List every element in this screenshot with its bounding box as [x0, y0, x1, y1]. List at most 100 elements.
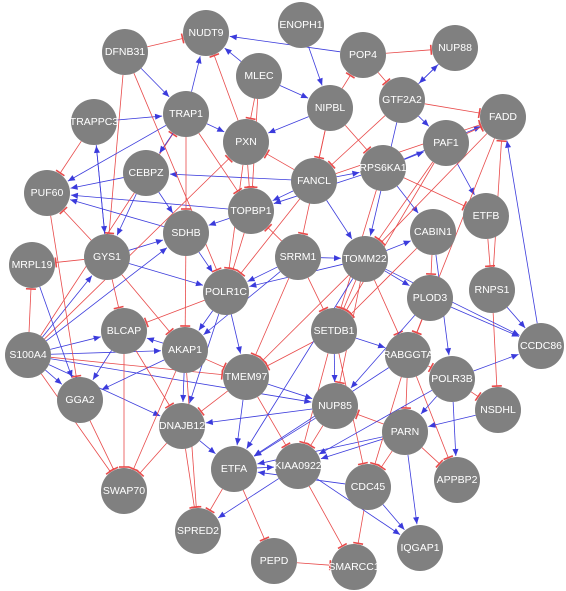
node-blcap[interactable]: BLCAP — [101, 308, 147, 354]
node-plod3[interactable]: PLOD3 — [407, 275, 453, 321]
node-cdc45[interactable]: CDC45 — [345, 464, 391, 510]
node-puf60[interactable]: PUF60 — [24, 170, 70, 216]
node-topbp1[interactable]: TOPBP1 — [228, 188, 274, 234]
arrow-head — [155, 239, 164, 245]
node-etfb[interactable]: ETFB — [463, 193, 509, 239]
node-nsdhl[interactable]: NSDHL — [475, 387, 521, 433]
node-nup88[interactable]: NUP88 — [432, 25, 478, 71]
node-parn[interactable]: PARN — [382, 409, 428, 455]
node-rnps1[interactable]: RNPS1 — [469, 267, 515, 313]
node-tmem97[interactable]: TMEM97 — [223, 354, 269, 400]
node-rps6ka1[interactable]: RPS6KA1 — [359, 145, 407, 191]
arrow-head — [205, 419, 214, 425]
node-trappc3[interactable]: TRAPPC3 — [70, 99, 119, 145]
edge-TOMM22-RABGGTA — [374, 279, 404, 336]
node-paf1[interactable]: PAF1 — [423, 120, 469, 166]
node-cabin1[interactable]: CABIN1 — [410, 209, 456, 255]
node-label: TRAP1 — [169, 108, 203, 120]
edge-line — [247, 164, 250, 188]
node-etfa[interactable]: ETFA — [211, 446, 257, 492]
node-iqgap1[interactable]: IQGAP1 — [397, 525, 443, 571]
node-circle — [342, 236, 388, 282]
node-mrpl19[interactable]: MRPL19 — [9, 242, 55, 288]
node-label: FANCL — [297, 175, 331, 187]
node-fancl[interactable]: FANCL — [291, 158, 337, 204]
edge-TRAPPC3-PUF60 — [55, 140, 82, 177]
arrow-head — [247, 275, 256, 282]
arrow-head — [146, 337, 155, 344]
edge-GTF2A2-PAF1 — [418, 115, 430, 127]
edge-line — [424, 103, 480, 114]
edge-GYS1-AKAP1 — [121, 274, 174, 336]
inhibition-bar — [209, 53, 220, 59]
edge-line — [209, 488, 223, 511]
edge-FANCL-PXN — [263, 149, 295, 170]
edge-BLCAP-SWAP70 — [119, 354, 129, 468]
edge-line — [331, 115, 386, 166]
node-tomm22[interactable]: TOMM22 — [342, 236, 388, 282]
node-swap70[interactable]: SWAP70 — [101, 468, 147, 514]
node-dnajb12[interactable]: DNAJB12 — [159, 403, 205, 449]
edge-line — [341, 75, 351, 89]
node-kiaa0922[interactable]: KIAA0922 — [274, 443, 322, 489]
edge-CEBPZ-GYS1 — [116, 193, 137, 236]
node-s100a4[interactable]: S100A4 — [5, 332, 51, 378]
node-ccdc86[interactable]: CCDC86 — [518, 323, 564, 369]
edge-line — [262, 274, 349, 361]
node-polr1c[interactable]: POLR1C — [203, 269, 249, 315]
arrow-head — [235, 346, 242, 354]
node-appbp2[interactable]: APPBP2 — [434, 457, 480, 503]
node-nipbl[interactable]: NIPBL — [307, 85, 353, 131]
node-gtf2a2[interactable]: GTF2A2 — [379, 77, 425, 123]
arrow-head — [254, 449, 262, 456]
inhibition-bar — [443, 455, 454, 461]
inhibition-bar — [362, 146, 372, 154]
edge-line — [308, 485, 343, 547]
node-pxn[interactable]: PXN — [223, 119, 269, 165]
node-label: SMARCC1 — [328, 561, 380, 573]
node-label: TOMM22 — [343, 253, 387, 265]
node-label: NSDHL — [480, 404, 516, 416]
edge-S100A4-MRPL19 — [25, 287, 36, 333]
edge-NUP88-GTF2A2 — [418, 63, 439, 84]
edge-MRPL19-GGA2 — [39, 286, 73, 378]
node-circle — [469, 267, 515, 313]
edge-GYS1-MRPL19 — [54, 257, 85, 268]
node-spred2[interactable]: SPRED2 — [175, 508, 221, 554]
node-setdb1[interactable]: SETDB1 — [311, 308, 357, 354]
node-cebpz[interactable]: CEBPZ — [123, 150, 169, 196]
edge-TOPBP1-POLR1C — [228, 232, 245, 272]
node-akap1[interactable]: AKAP1 — [162, 327, 208, 373]
edge-FANCL-CEBPZ — [169, 171, 292, 181]
node-label: ETFB — [473, 210, 500, 222]
node-label: KIAA0922 — [274, 460, 321, 472]
node-pop4[interactable]: POP4 — [340, 32, 386, 78]
node-rabggta[interactable]: RABGGTA — [383, 332, 434, 378]
node-gys1[interactable]: GYS1 — [84, 234, 130, 280]
edge-TRAP1-PUF60 — [67, 125, 167, 182]
node-fadd[interactable]: FADD — [480, 94, 526, 140]
node-mlec[interactable]: MLEC — [236, 53, 282, 99]
edge-line — [95, 144, 106, 234]
node-srrm1[interactable]: SRRM1 — [275, 234, 321, 280]
edge-DNAJB12-SWAP70 — [135, 442, 167, 478]
node-circle — [432, 25, 478, 71]
node-nudt9[interactable]: NUDT9 — [183, 10, 229, 56]
node-gga2[interactable]: GGA2 — [57, 377, 103, 423]
node-trap1[interactable]: TRAP1 — [163, 91, 209, 137]
node-pepd[interactable]: PEPD — [251, 538, 297, 584]
node-smarcc1[interactable]: SMARCC1 — [328, 544, 380, 590]
node-label: MLEC — [244, 70, 274, 82]
node-sdhb[interactable]: SDHB — [163, 210, 209, 256]
node-enoph1[interactable]: ENOPH1 — [278, 2, 324, 48]
node-circle — [236, 53, 282, 99]
node-nup85[interactable]: NUP85 — [312, 383, 358, 429]
inhibition-bar — [180, 33, 185, 44]
arrow-head — [229, 34, 238, 41]
inhibition-bar — [411, 330, 422, 336]
node-label: SPRED2 — [177, 525, 219, 537]
node-label: ETFA — [221, 463, 247, 475]
node-polr3b[interactable]: POLR3B — [429, 356, 475, 402]
arrow-head — [413, 516, 419, 525]
node-dfnb31[interactable]: DFNB31 — [102, 29, 148, 75]
